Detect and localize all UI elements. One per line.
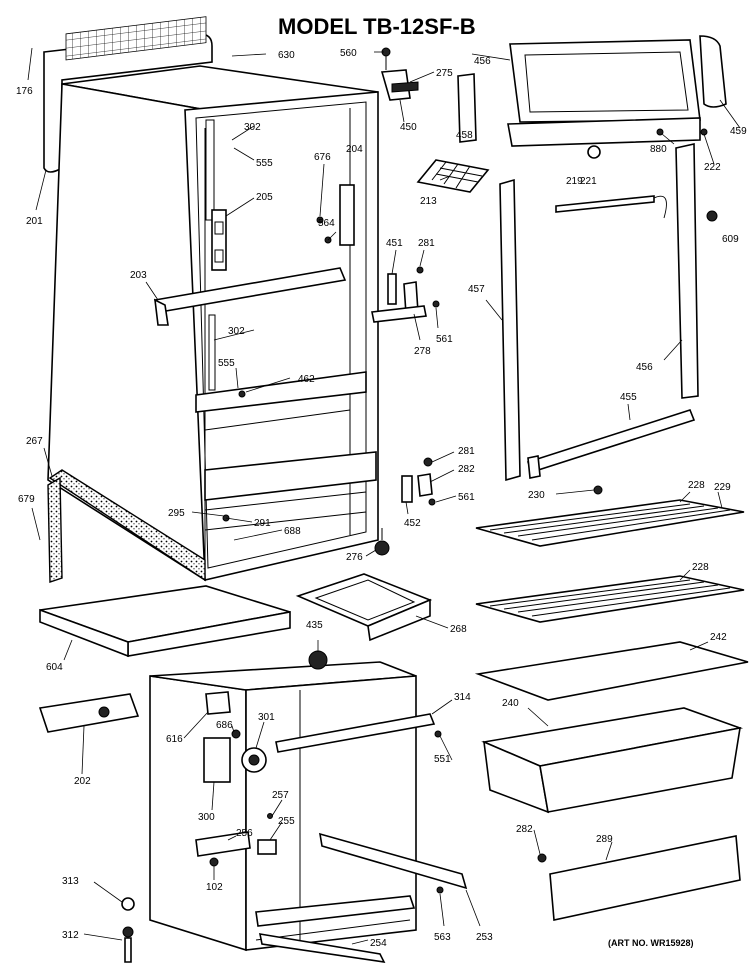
callout-462: 462	[298, 374, 315, 385]
callout-688: 688	[284, 526, 301, 537]
callout-222: 222	[704, 162, 721, 173]
thermostat-knob	[308, 650, 328, 670]
callout-564: 564	[318, 218, 335, 229]
callout-314: 314	[454, 692, 471, 703]
callout-230: 230	[528, 490, 545, 501]
callout-455: 455	[620, 392, 637, 403]
callout-275: 275	[436, 68, 453, 79]
vent-cover	[38, 693, 140, 733]
callout-228-lower: 228	[692, 562, 709, 573]
callout-609: 609	[722, 234, 739, 245]
art-number: (ART NO. WR15928)	[608, 938, 694, 948]
callout-282-crisper: 282	[516, 824, 533, 835]
callout-204: 204	[346, 144, 363, 155]
callout-256: 256	[236, 828, 253, 839]
chiller-tray	[39, 585, 291, 658]
callout-229: 229	[714, 482, 731, 493]
callout-213: 213	[420, 196, 437, 207]
callout-282-lower: 282	[458, 464, 475, 475]
callout-201: 201	[26, 216, 43, 227]
callout-281-upper: 281	[418, 238, 435, 249]
door-liner-strips	[499, 128, 718, 482]
callout-555-lower: 555	[218, 358, 235, 369]
callout-458: 458	[456, 130, 473, 141]
meat-pan	[295, 573, 433, 642]
callout-257: 257	[272, 790, 289, 801]
callout-551: 551	[434, 754, 451, 765]
callout-302-upper: 302	[244, 122, 261, 133]
callout-281-lower: 281	[458, 446, 475, 457]
crisper-drawer	[481, 707, 744, 814]
callout-228-upper: 228	[688, 480, 705, 491]
cabinet	[43, 16, 379, 583]
callout-459: 459	[730, 126, 747, 137]
callout-880: 880	[650, 144, 667, 155]
callout-301: 301	[258, 712, 275, 723]
callout-451: 451	[386, 238, 403, 249]
callout-561-upper: 561	[436, 334, 453, 345]
callout-676: 676	[314, 152, 331, 163]
wire-shelves	[475, 499, 745, 623]
callout-313: 313	[62, 876, 79, 887]
callout-289: 289	[596, 834, 613, 845]
callout-176: 176	[16, 86, 33, 97]
callout-616: 616	[166, 734, 183, 745]
callout-labels: 630 176 201 560 275 450 458 456 459 880 …	[16, 48, 747, 949]
callout-254: 254	[370, 938, 387, 949]
callout-312: 312	[62, 930, 79, 941]
callout-452: 452	[404, 518, 421, 529]
callout-295: 295	[168, 508, 185, 519]
callout-561-lower: 561	[458, 492, 475, 503]
callout-563: 563	[434, 932, 451, 943]
freezer-door-liner	[380, 35, 727, 147]
crisper-front	[537, 835, 741, 921]
callout-555-upper: 555	[256, 158, 273, 169]
callout-291: 291	[254, 518, 271, 529]
callout-205: 205	[256, 192, 273, 203]
callout-630: 630	[278, 50, 295, 61]
callout-240: 240	[502, 698, 519, 709]
callout-255: 255	[278, 816, 295, 827]
callout-219: 219	[566, 176, 583, 187]
fresh-food-compartment	[149, 661, 468, 964]
leveling-cap	[121, 897, 135, 911]
callout-242: 242	[710, 632, 727, 643]
callout-278: 278	[414, 346, 431, 357]
callout-300: 300	[198, 812, 215, 823]
callout-267: 267	[26, 436, 43, 447]
callout-203: 203	[130, 270, 147, 281]
leveling-screw	[122, 926, 134, 963]
callout-268: 268	[450, 624, 467, 635]
callout-457: 457	[468, 284, 485, 295]
callout-435: 435	[306, 620, 323, 631]
callout-604: 604	[46, 662, 63, 673]
ice-tray	[416, 159, 490, 193]
callout-456-side: 456	[636, 362, 653, 373]
callout-456-top: 456	[474, 56, 491, 67]
callout-560: 560	[340, 48, 357, 59]
callout-253: 253	[476, 932, 493, 943]
condenser-grille	[65, 16, 207, 61]
callout-202: 202	[74, 776, 91, 787]
callout-276: 276	[346, 552, 363, 563]
callout-302-lower: 302	[228, 326, 245, 337]
callout-221: 221	[580, 176, 597, 187]
leader-lines	[27, 47, 741, 945]
callout-450: 450	[400, 122, 417, 133]
glass-shelf	[474, 641, 749, 701]
model-title: MODEL TB-12SF-B	[278, 14, 476, 39]
callout-679: 679	[18, 494, 35, 505]
callout-686: 686	[216, 720, 233, 731]
center-hinge	[371, 266, 440, 323]
callout-102: 102	[206, 882, 223, 893]
